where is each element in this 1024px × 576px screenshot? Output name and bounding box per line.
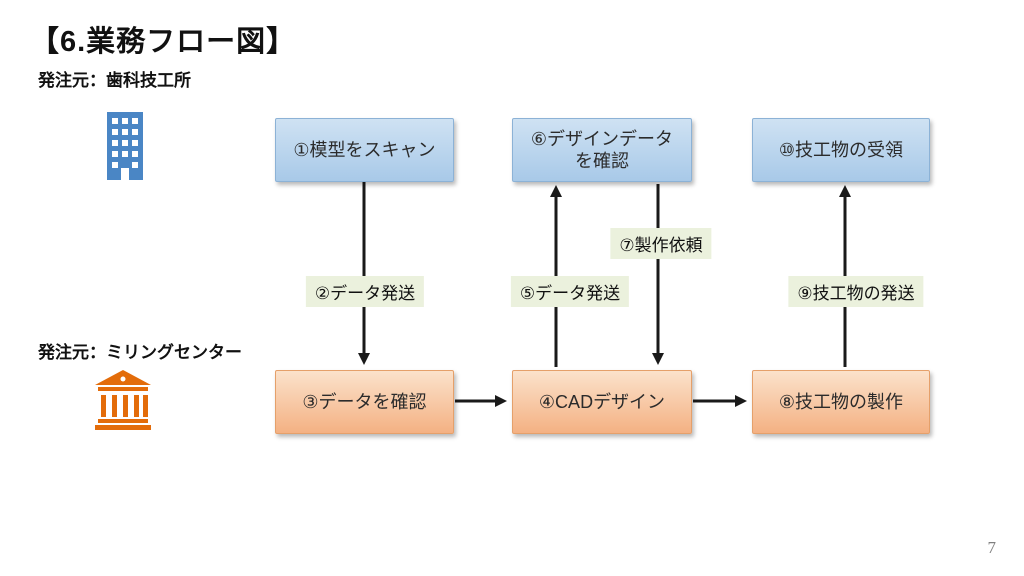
arrow-label-send-data-5: ⑤データ発送 (510, 276, 630, 307)
page-number: 7 (987, 538, 997, 557)
actor-label-milling-center: 発注元：ミリングセンター (38, 343, 242, 362)
actor-label-dental-lab: 発注元：歯科技工所 (38, 71, 191, 90)
arrow-label-send-product-9: ⑨技工物の発送 (788, 276, 924, 307)
flow-box-check-data: ③データを確認 (275, 370, 454, 434)
flow-box-receive-product: ⑩技工物の受領 (752, 118, 930, 182)
flow-box-check-design-data: ⑥デザインデータ を確認 (512, 118, 692, 182)
flow-box-scan-model: ①模型をスキャン (275, 118, 454, 182)
office-building-icon (103, 112, 147, 185)
bank-icon (93, 370, 153, 435)
flow-box-cad-design: ④CADデザイン (512, 370, 692, 434)
flow-box-make-product: ⑧技工物の製作 (752, 370, 930, 434)
arrow-label-send-data-2: ②データ発送 (305, 276, 425, 307)
arrow-label-production-request-7: ⑦製作依頼 (610, 228, 712, 259)
page-title: 【6.業務フロー図】 (30, 26, 297, 58)
